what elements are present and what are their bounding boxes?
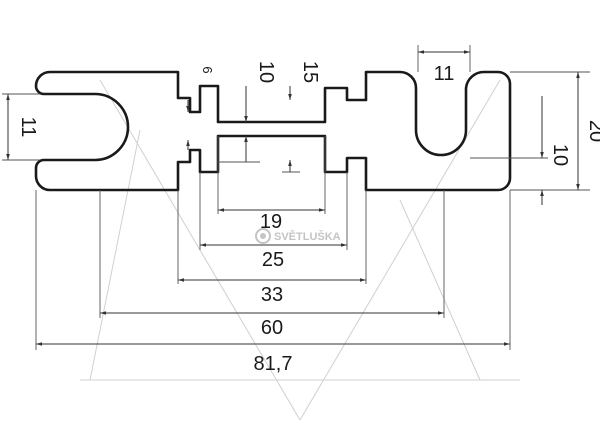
watermark-text: SVĚTLUŠKA (274, 230, 341, 243)
watermark-logo (255, 228, 271, 244)
dim-label-6: 6 (200, 66, 215, 73)
dim-label-11-left: 11 (17, 117, 39, 138)
dim-label-19: 19 (260, 211, 282, 233)
dim-label-10-center: 10 (255, 61, 277, 83)
dim-label-25: 25 (262, 249, 284, 271)
dim-label-11-top: 11 (434, 63, 455, 85)
dim-label-60: 60 (261, 317, 283, 339)
dimension-lines (6, 50, 580, 346)
watermark-lines (80, 79, 520, 421)
fuse-outline (34, 70, 512, 192)
dim-label-20: 20 (585, 120, 600, 142)
extension-lines (2, 45, 590, 350)
dim-label-10-right: 10 (549, 144, 571, 166)
dim-label-15: 15 (299, 61, 321, 83)
dim-label-81-7: 81,7 (254, 353, 293, 375)
dim-label-33: 33 (261, 284, 283, 306)
